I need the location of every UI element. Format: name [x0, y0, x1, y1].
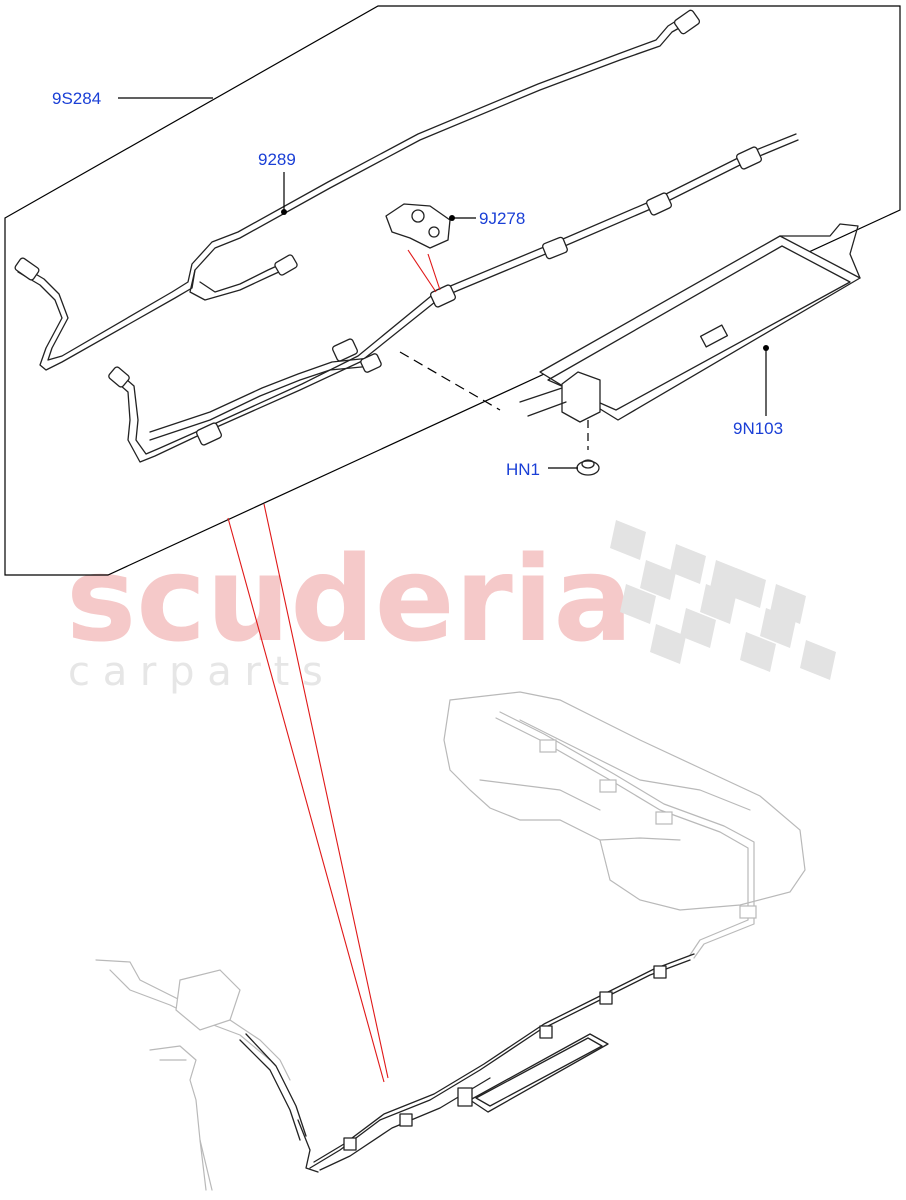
- underbody-pipe-run: [297, 953, 695, 1173]
- callout-9N103[interactable]: 9N103: [733, 419, 783, 438]
- highlight-line: [227, 517, 385, 1083]
- watermark-brand: scuderia: [66, 530, 633, 668]
- callout-HN1[interactable]: HN1: [506, 460, 540, 479]
- highlight-line: [263, 503, 389, 1079]
- leader-dot: [449, 215, 455, 221]
- fuel-cooler-module-9N103: [399, 223, 861, 450]
- fuel-pipe-9289: [14, 9, 701, 371]
- leader-dot: [281, 209, 287, 215]
- callout-9289[interactable]: 9289: [258, 150, 296, 169]
- watermark-tagline: c a r p a r t s: [68, 649, 323, 695]
- callout-9S284[interactable]: 9S284: [52, 89, 101, 108]
- pipe-clip: [195, 146, 763, 446]
- fuel-tank-context: [443, 691, 806, 959]
- nut-HN1: [576, 459, 600, 476]
- clip-bracket-9J278: [385, 203, 451, 293]
- callout-9J278[interactable]: 9J278: [479, 209, 525, 228]
- checkered-flag-icon: [610, 520, 836, 680]
- watermark: scuderia c a r p a r t s: [66, 520, 836, 695]
- exploded-view-frame: [4, 5, 901, 576]
- leader-dot: [763, 345, 769, 351]
- engine-bay-context: [95, 959, 307, 1191]
- fuel-pipe-bundle: [108, 133, 799, 463]
